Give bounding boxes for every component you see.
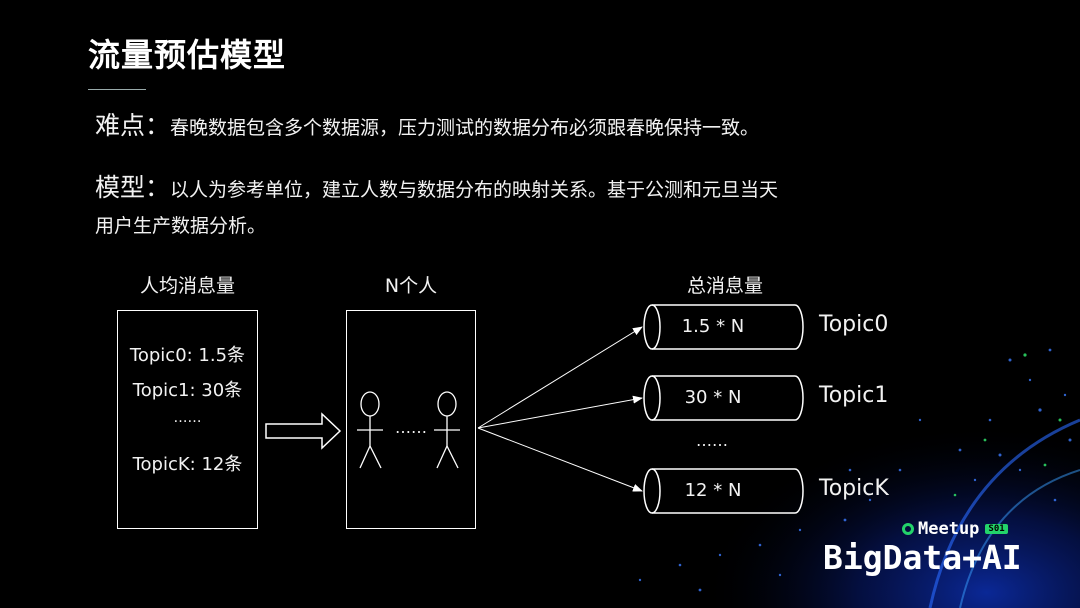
per-person-box (117, 310, 258, 529)
flow-arrow (265, 412, 342, 450)
fanout-arrow (477, 326, 643, 429)
total-topic-2: TopicK (819, 476, 889, 501)
brand-main: BigData+AI (823, 538, 1022, 577)
fanout-arrow (477, 395, 643, 429)
model-text-line1: 以人为参考单位，建立人数与数据分布的映射关系。基于公测和元旦当天 (170, 179, 779, 201)
model-label: 模型： (95, 173, 171, 202)
per-person-item-3: TopicK: 12条 (132, 454, 243, 475)
total-cylinder-1 (643, 375, 804, 421)
people-ellipsis: …… (395, 418, 427, 437)
per-person-item-1: Topic1: 30条 (132, 380, 243, 401)
per-person-item-2: …… (173, 410, 202, 426)
meetup-logo-icon (902, 523, 914, 535)
person-icon (357, 391, 383, 469)
total-topic-0: Topic0 (819, 312, 889, 337)
brand-meetup: Meetup S01 (902, 519, 1008, 539)
people-caption: N个人 (384, 275, 438, 297)
totals-ellipsis: …… (696, 431, 728, 450)
total-caption: 总消息量 (686, 275, 763, 297)
brand-meetup-text: Meetup (918, 519, 980, 539)
difficulty-label: 难点： (95, 111, 171, 140)
people-box (346, 310, 476, 529)
per-person-item-0: Topic0: 1.5条 (129, 345, 246, 366)
total-value-0: 1.5 * N (681, 316, 745, 337)
model-text-line2: 用户生产数据分析。 (95, 215, 267, 237)
total-cylinder-0 (643, 304, 804, 350)
total-value-2: 12 * N (684, 480, 742, 501)
page-title: 流量预估模型 (88, 36, 287, 74)
fanout-arrow (477, 427, 643, 492)
person-icon (434, 391, 460, 469)
difficulty-text: 春晚数据包含多个数据源，压力测试的数据分布必须跟春晚保持一致。 (170, 117, 760, 139)
total-value-1: 30 * N (684, 387, 742, 408)
difficulty-paragraph: 难点：春晚数据包含多个数据源，压力测试的数据分布必须跟春晚保持一致。 (95, 106, 759, 142)
total-cylinder-2 (643, 468, 804, 514)
per-person-caption: 人均消息量 (139, 275, 235, 297)
title-underline (88, 89, 146, 90)
model-paragraph: 模型：以人为参考单位，建立人数与数据分布的映射关系。基于公测和元旦当天 (95, 168, 778, 204)
total-topic-1: Topic1 (819, 383, 889, 408)
brand-badge: S01 (985, 524, 1008, 534)
